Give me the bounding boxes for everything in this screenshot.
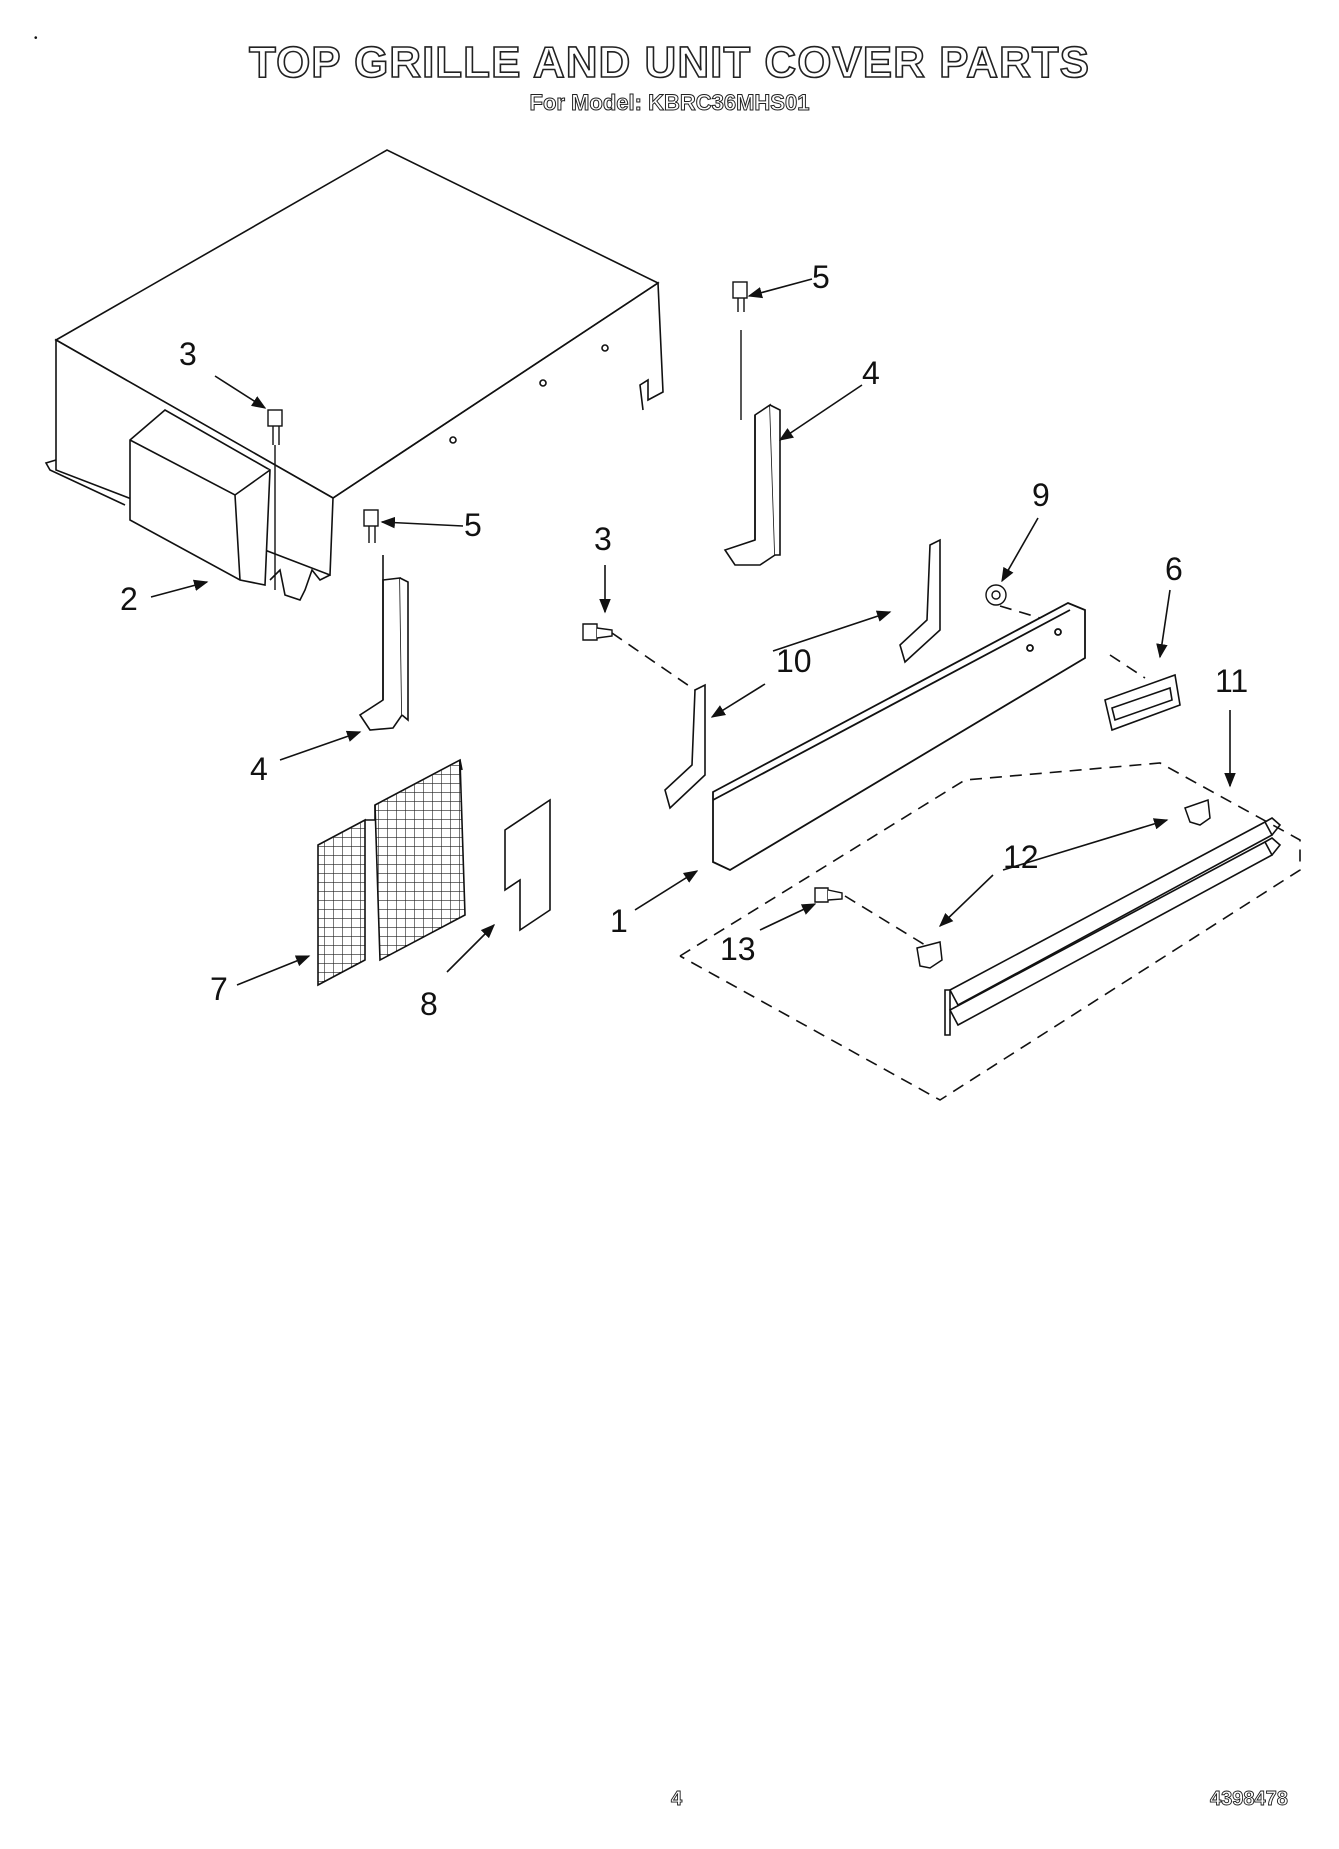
callout-5-left: 5 xyxy=(464,507,482,543)
screw-3-top xyxy=(267,409,283,590)
callout-10: 10 xyxy=(776,643,812,679)
unit-cover xyxy=(44,149,664,601)
callout-2: 2 xyxy=(120,581,138,617)
bracket-10-left xyxy=(664,683,706,810)
corner-mark: • xyxy=(34,33,38,44)
callout-12: 12 xyxy=(1003,839,1039,875)
grille-panel-1 xyxy=(712,602,1086,872)
callout-4-right: 4 xyxy=(862,355,880,391)
callout-9: 9 xyxy=(1032,477,1050,513)
clip-12-lower xyxy=(916,941,943,969)
callout-8: 8 xyxy=(420,986,438,1022)
control-box xyxy=(129,409,271,586)
callout-6: 6 xyxy=(1165,551,1183,587)
dashed-leaders xyxy=(611,605,1301,1101)
callout-3-top: 3 xyxy=(179,336,197,372)
callout-arrows xyxy=(150,278,1236,986)
bracket-10-right xyxy=(899,538,941,664)
callout-7: 7 xyxy=(210,971,228,1007)
page-number: 4 xyxy=(671,1788,683,1811)
screw-5-left xyxy=(363,509,379,543)
screw-13 xyxy=(814,887,843,903)
callout-3-grille: 3 xyxy=(594,521,612,557)
bracket-4-left xyxy=(358,555,409,731)
screw-5-right xyxy=(732,281,748,420)
document-number: 4398478 xyxy=(1210,1788,1289,1811)
model-subtitle: For Model: KBRC36MHS01 xyxy=(529,90,810,116)
page-title: TOP GRILLE AND UNIT COVER PARTS xyxy=(248,37,1090,88)
clip-12-upper xyxy=(1184,798,1211,826)
callout-11: 11 xyxy=(1215,663,1248,699)
insulation-8 xyxy=(504,798,551,932)
screw-3-grille xyxy=(582,623,613,641)
nut-9 xyxy=(985,584,1007,606)
kickplate-assembly-11 xyxy=(944,817,1282,1036)
callout-13: 13 xyxy=(720,931,756,967)
bracket-4-right xyxy=(723,403,781,566)
callout-5-right: 5 xyxy=(812,259,830,295)
bezel-6 xyxy=(1104,673,1181,732)
callout-labels: 3 2 5 4 5 4 3 9 6 11 10 12 1 13 7 8 xyxy=(120,259,1248,1022)
filter-7 xyxy=(317,758,466,987)
callout-4-left: 4 xyxy=(250,751,268,787)
callout-1: 1 xyxy=(610,903,628,939)
